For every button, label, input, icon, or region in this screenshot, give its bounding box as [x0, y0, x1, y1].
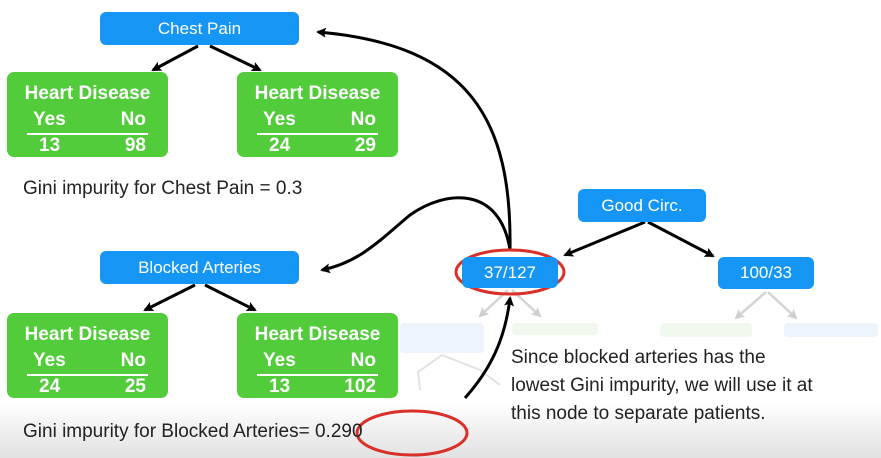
arrow-from-gini-to-node: [463, 296, 515, 399]
no-label: No: [120, 350, 146, 371]
chest-pain-left-leaf: Heart Disease Yes No 13 98: [7, 72, 168, 157]
yes-label: Yes: [33, 109, 66, 130]
edge-root-left: [563, 220, 646, 257]
left-child-node: 37/127: [462, 257, 558, 288]
arrow-to-chest-pain: [316, 27, 512, 251]
yes-count: 13: [269, 376, 291, 397]
note-line: Since blocked arteries has the: [511, 347, 766, 368]
faded-edge: [734, 291, 767, 320]
leaf-title: Heart Disease: [24, 83, 151, 104]
edge-chest-left: [151, 44, 199, 72]
gini-caption-value: = 0.290: [298, 421, 363, 442]
yes-label: Yes: [33, 350, 66, 371]
chest-pain-node: Chest Pain: [100, 12, 299, 45]
leaf-header: Yes No: [257, 350, 378, 376]
highlight-ellipse-node: [454, 248, 566, 296]
yes-label: Yes: [263, 350, 296, 371]
no-count: 98: [124, 135, 146, 156]
root-label: Good Circ.: [601, 195, 683, 215]
right-child-node: 100/33: [718, 257, 814, 289]
gini-caption-prefix: Gini impurity for Blocked Arteries: [23, 421, 299, 442]
chest-pain-gini-caption: Gini impurity for Chest Pain = 0.3: [23, 178, 303, 199]
explanation-note: Since blocked arteries has the lowest Gi…: [511, 344, 881, 428]
faded-leaf: [660, 323, 752, 337]
arrow-to-blocked-arteries: [320, 196, 512, 274]
faded-edge: [441, 354, 501, 386]
note-line: lowest Gini impurity, we will use it at: [511, 375, 813, 396]
faded-edge: [767, 291, 798, 320]
leaf-title: Heart Disease: [24, 324, 151, 345]
no-count: 102: [344, 376, 376, 397]
blocked-arteries-label: Blocked Arteries: [138, 257, 261, 277]
blocked-arteries-gini-caption: Gini impurity for Blocked Arteries= 0.29…: [23, 421, 363, 443]
leaf-title: Heart Disease: [254, 324, 381, 345]
leaf-title: Heart Disease: [254, 83, 381, 104]
blocked-arteries-left-leaf: Heart Disease Yes No 24 25: [7, 313, 168, 398]
faded-leaf: [512, 323, 598, 335]
note-line: this node to separate patients.: [511, 403, 766, 424]
blocked-arteries-node: Blocked Arteries: [100, 251, 299, 284]
edge-chest-right: [209, 44, 262, 72]
left-child-label: 37/127: [484, 262, 536, 282]
good-circ-root-node: Good Circ.: [578, 189, 706, 222]
edge-ba-left: [143, 283, 196, 312]
chest-pain-label: Chest Pain: [157, 18, 242, 38]
no-label: No: [350, 350, 376, 371]
no-label: No: [120, 109, 146, 130]
yes-count: 13: [39, 135, 61, 156]
yes-label: Yes: [263, 109, 296, 130]
edge-root-right: [647, 220, 715, 258]
faded-edge: [416, 354, 443, 391]
faded-leaf: [400, 323, 484, 353]
edge-ba-right: [204, 283, 257, 312]
leaf-header: Yes No: [257, 109, 378, 135]
no-label: No: [350, 109, 376, 130]
right-child-label: 100/33: [740, 263, 792, 282]
leaf-header: Yes No: [27, 109, 148, 135]
no-count: 25: [124, 376, 146, 397]
yes-count: 24: [269, 135, 291, 156]
leaf-header: Yes No: [27, 350, 148, 376]
no-count: 29: [354, 135, 376, 156]
chest-pain-right-leaf: Heart Disease Yes No 24 29: [237, 72, 398, 157]
faded-leaf: [784, 323, 878, 337]
highlight-ellipse-gini: [355, 409, 469, 457]
yes-count: 24: [39, 376, 61, 397]
blocked-arteries-right-leaf: Heart Disease Yes No 13 102: [237, 313, 398, 398]
